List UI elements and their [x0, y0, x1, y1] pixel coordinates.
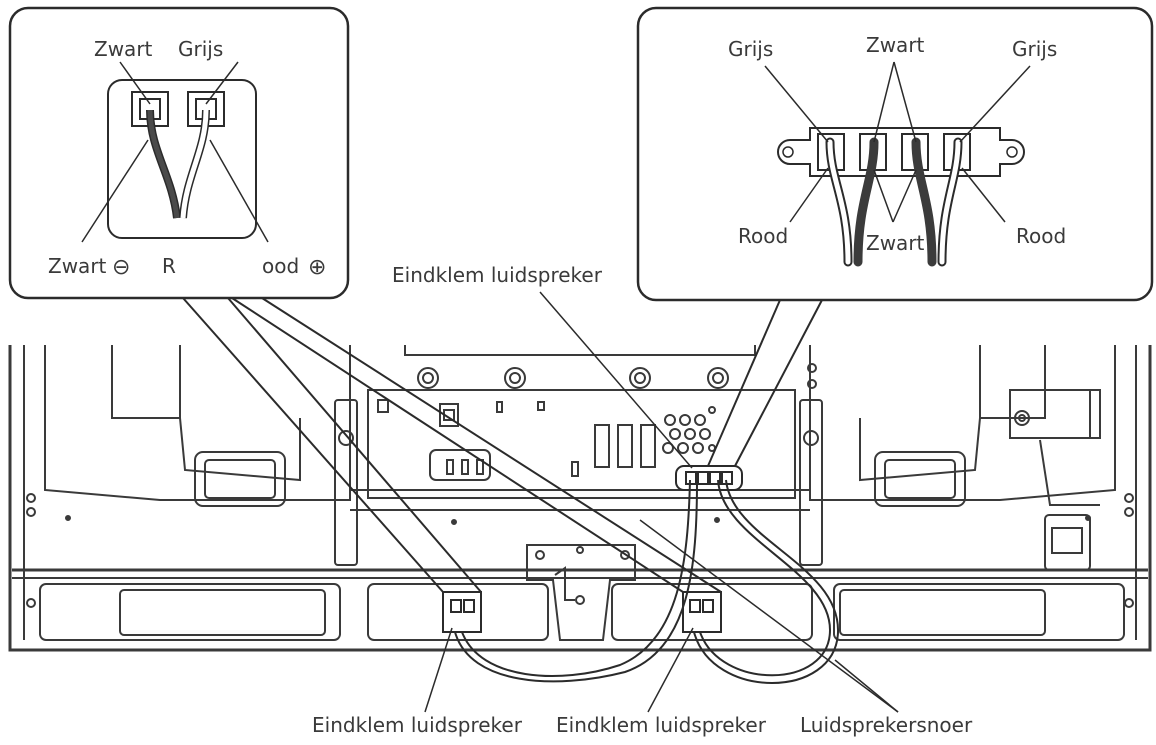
left-label-r: R: [162, 254, 176, 278]
tv-back-panel: [8, 345, 1152, 652]
right-label-grijs-right: Grijs: [1012, 37, 1057, 61]
speaker-cables: [454, 479, 840, 684]
label-bottom-terminal-left: Eindklem luidspreker: [312, 713, 523, 737]
connector-dots: [662, 406, 716, 454]
left-label-zwart-top: Zwart: [94, 37, 153, 61]
callout-leaders: [182, 291, 899, 713]
right-label-zwart-bottom: Zwart: [866, 231, 925, 255]
right-label-zwart-top: Zwart: [866, 33, 925, 57]
left-label-ood: ood: [262, 254, 299, 278]
right-label-rood-left: Rood: [738, 224, 788, 248]
minus-symbol: ⊖: [112, 255, 130, 280]
tv-terminal-block: [675, 465, 743, 491]
label-speaker-cord: Luidsprekersnoer: [800, 713, 973, 737]
label-top-terminal: Eindklem luidspreker: [392, 263, 603, 287]
left-label-grijs-top: Grijs: [178, 37, 223, 61]
left-callout: Zwart Grijs Zwart ⊖ R ood ⊕: [8, 6, 350, 300]
plus-symbol: ⊕: [308, 255, 326, 280]
right-callout: Grijs Zwart Grijs Rood Zwart Rood: [636, 6, 1154, 302]
bar-terminal-left: [442, 591, 482, 633]
bar-terminal-right: [682, 591, 722, 633]
screw-row: [417, 363, 817, 389]
label-bottom-terminal-right: Eindklem luidspreker: [556, 713, 767, 737]
right-label-grijs-left: Grijs: [728, 37, 773, 61]
left-label-zwart-bottom: Zwart: [48, 254, 107, 278]
right-label-rood-right: Rood: [1016, 224, 1066, 248]
